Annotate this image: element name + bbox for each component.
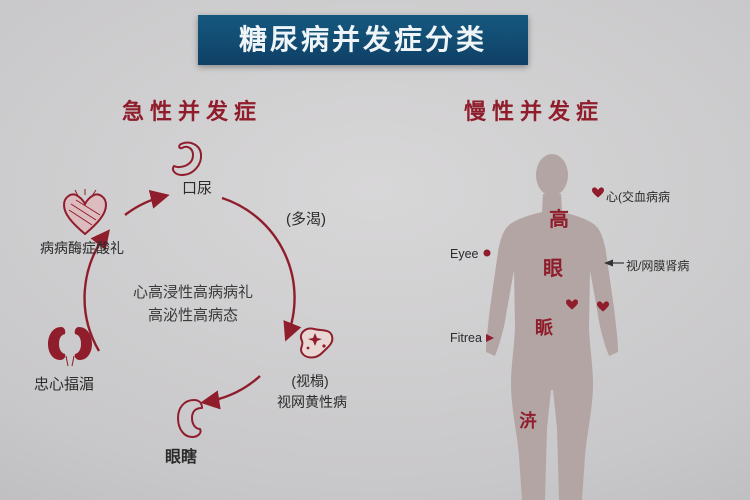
chest-character: 高 (549, 209, 569, 231)
kidney-complication-label: 忠心揊湄 (33, 376, 95, 393)
fitrea-label: Fitrea (450, 331, 482, 345)
retina-label: 视网黄性病 (277, 394, 347, 410)
kidney-marker-right-icon (597, 301, 609, 312)
stomach-label: 口尿 (181, 180, 213, 197)
fitrea-marker-arrow (486, 334, 494, 342)
eye-marker-dot (483, 249, 491, 257)
heart-icon (62, 189, 108, 236)
kidney-bean-icon (177, 399, 203, 438)
cycle-center-line2: 高泌性高病态 (147, 307, 239, 324)
heart-complication-label: 病病酶症酸礼 (40, 240, 124, 256)
chronic-retina-label: 视/网膜肾病 (626, 259, 690, 273)
kidneys-icon (48, 327, 92, 367)
page-title: 糖尿病并发症分类 (198, 15, 528, 65)
cycle-center-line1: 心高浸性高病病礼 (132, 284, 254, 301)
eye-character: 眼 (543, 258, 563, 280)
bean-label: 眼瞎 (164, 449, 198, 466)
kidney-marker-left-icon (566, 299, 578, 310)
retina-pointer-arrow (604, 259, 613, 267)
chronic-section-heading: 慢性并发症 (463, 99, 605, 124)
page-title-text: 糖尿病并发症分类 (238, 24, 487, 55)
retina-sub-label: (视榻) (291, 373, 329, 389)
body-markers (483, 187, 624, 342)
acute-cycle-arrows (83, 189, 302, 410)
acute-section-heading: 急性并发症 (121, 99, 263, 124)
thirst-label: (多渴) (286, 211, 326, 228)
flank-character: 眽 (535, 318, 553, 338)
pancreas-icon (300, 327, 334, 359)
stomach-icon (172, 141, 203, 176)
pelvis-character: 泋 (519, 411, 537, 431)
eye-label: Eyee (450, 247, 479, 261)
body-silhouette (486, 154, 618, 500)
mini-heart-icon (592, 187, 604, 198)
chronic-heart-label: 心(交血病病 (606, 190, 670, 204)
